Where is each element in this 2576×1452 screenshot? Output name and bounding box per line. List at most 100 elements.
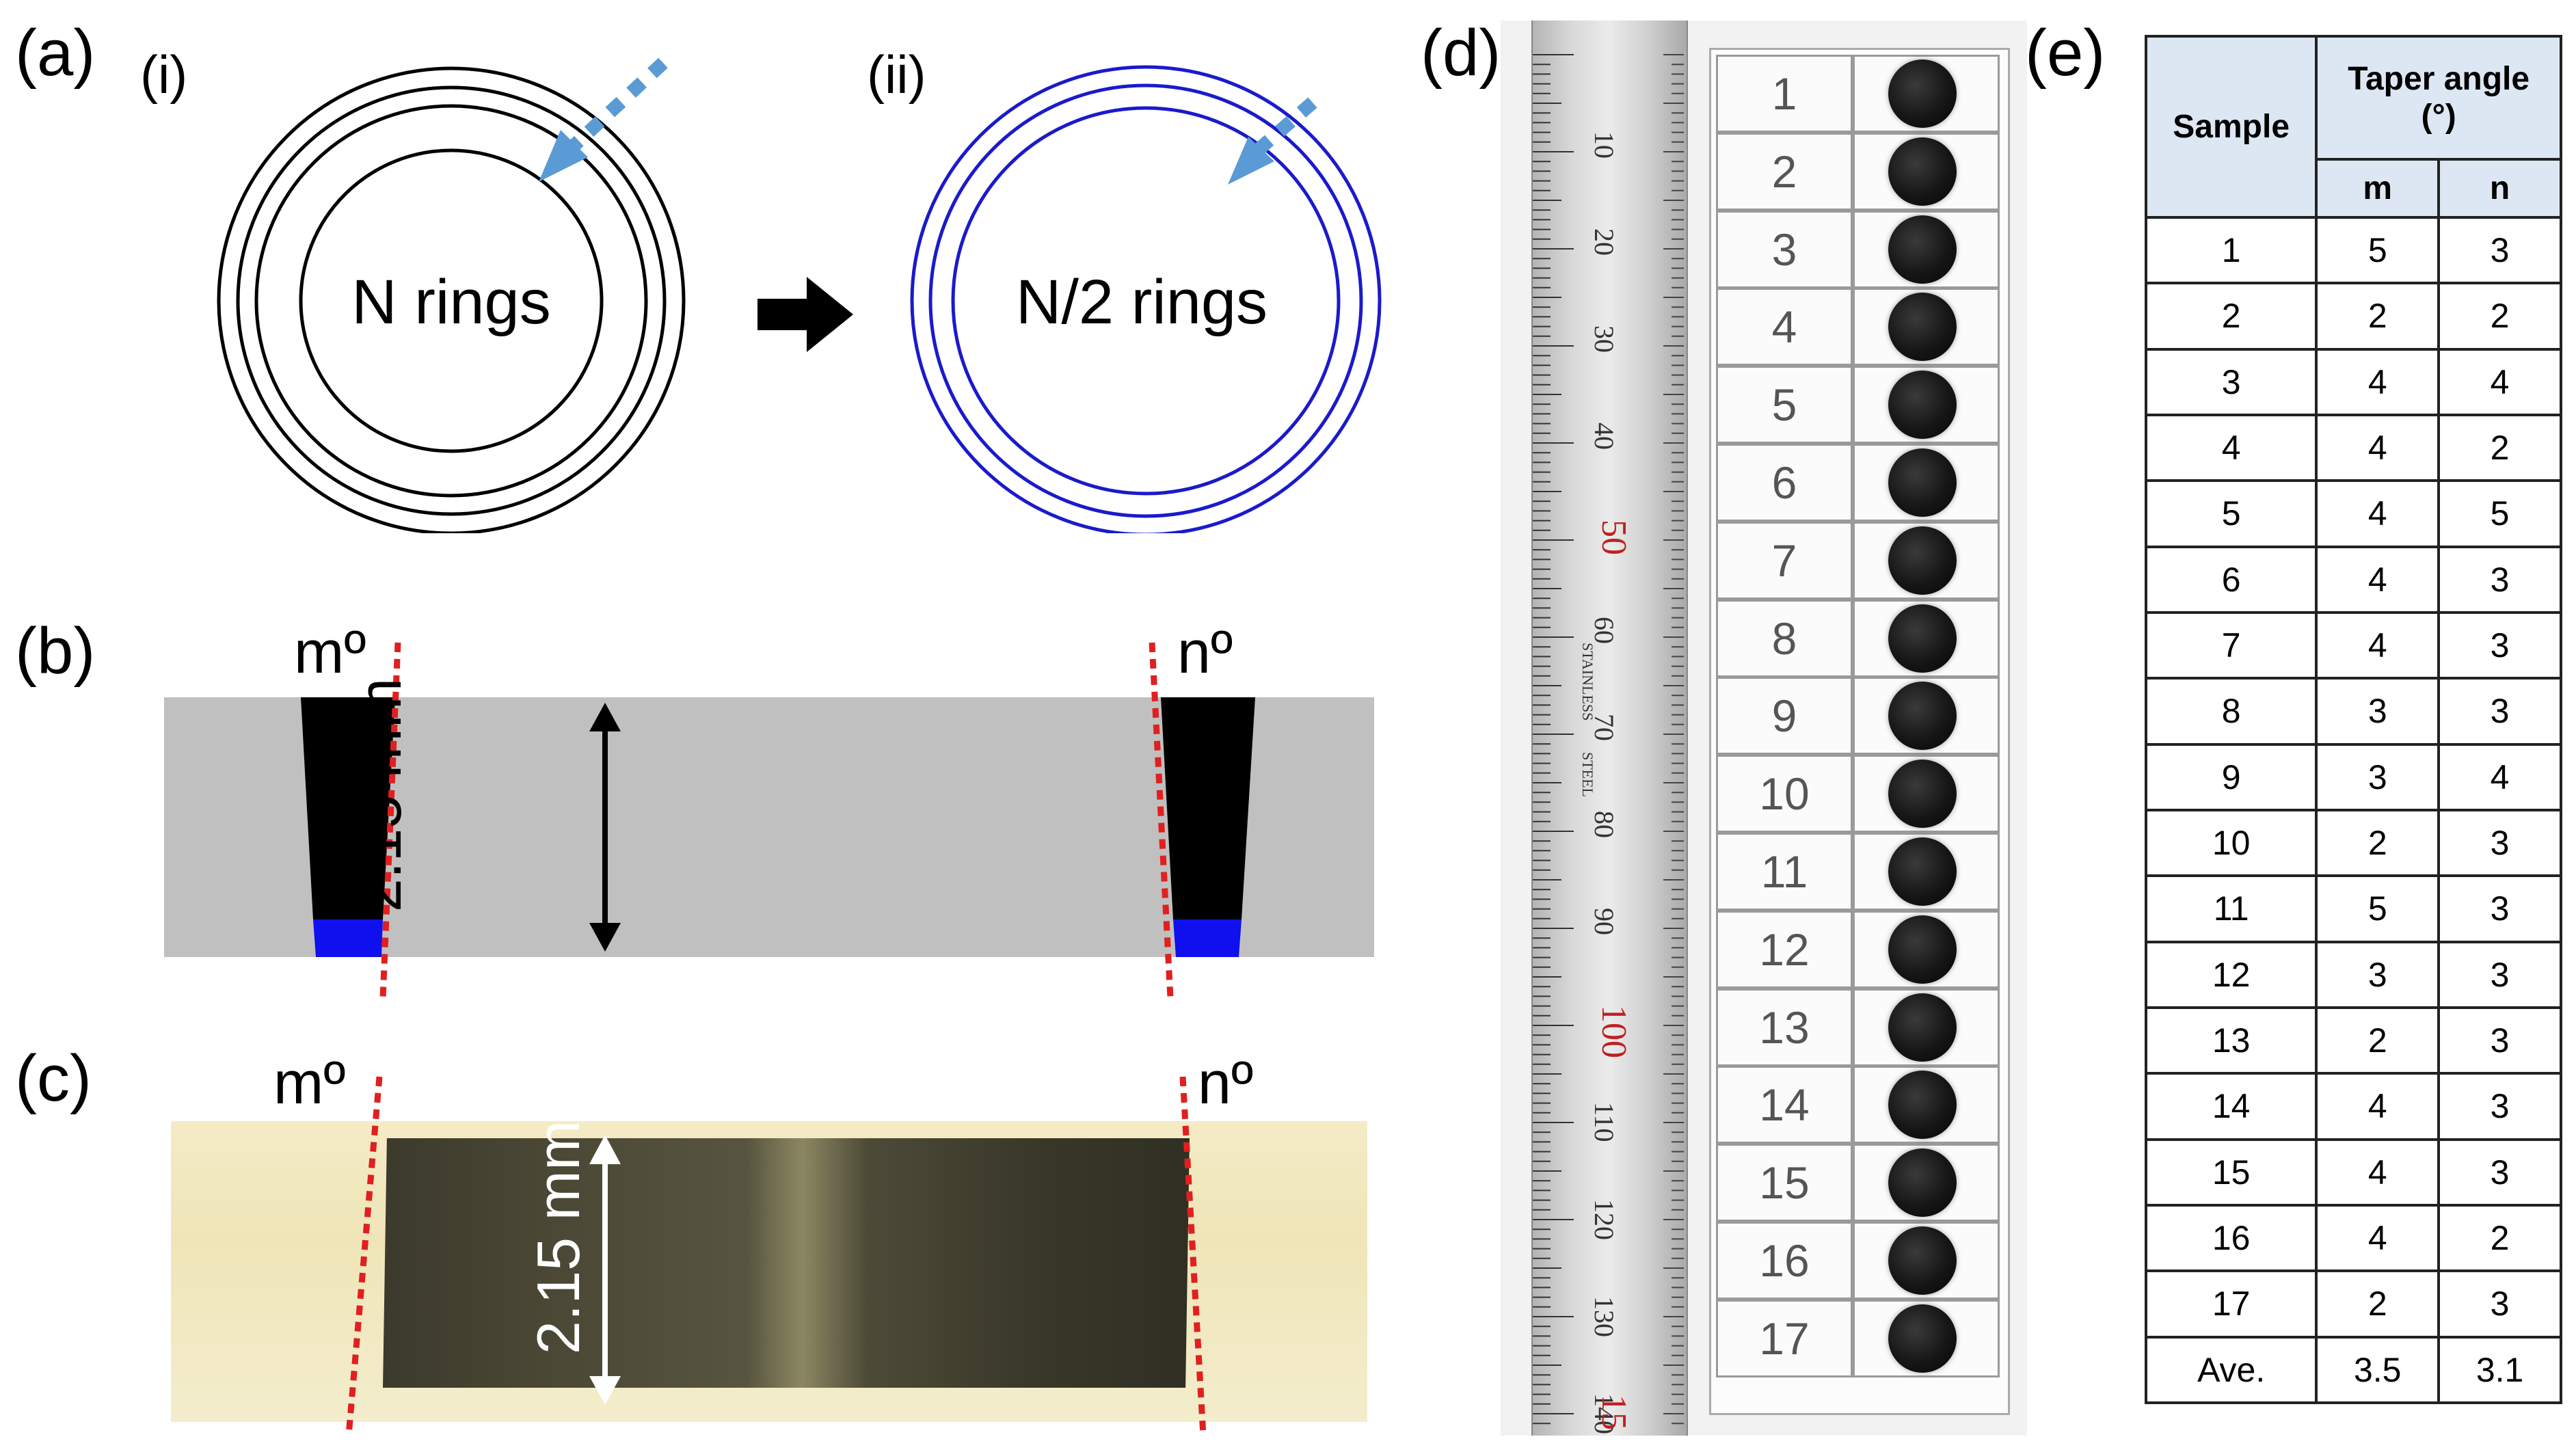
panel-a-sub-i: (i) <box>140 44 188 105</box>
sample-disc <box>1888 1148 1957 1218</box>
ring-diagram-i <box>217 57 686 533</box>
photo-thickness-arrow-icon <box>589 1135 621 1405</box>
sample-disc <box>1888 837 1957 906</box>
panel-e-label: (e) <box>2025 16 2106 90</box>
left-hole-tip <box>313 919 383 957</box>
cell-m: 5 <box>2315 874 2441 943</box>
steel-ruler <box>1531 21 1688 1436</box>
sample-disc <box>1888 293 1957 362</box>
sample-number-cell: 7 <box>1716 521 1853 600</box>
sample-number-cell: 16 <box>1716 1222 1853 1300</box>
header-m: m <box>2315 158 2441 219</box>
cell-sample: 8 <box>2144 677 2318 746</box>
sample-number-cell: 3 <box>1716 210 1853 288</box>
ruler-label: 90 <box>1589 908 1620 935</box>
sample-number-cell: 11 <box>1716 833 1853 911</box>
right-hole-tip <box>1173 919 1242 957</box>
left-taper-line <box>379 642 401 999</box>
cell-n: 3 <box>2437 1269 2562 1339</box>
cell-n: 3 <box>2437 1072 2562 1141</box>
ruler-label: 40 <box>1589 422 1620 450</box>
cell-n: 2 <box>2437 413 2562 483</box>
panel-a-sub-ii: (ii) <box>867 44 926 105</box>
taper-schematic <box>164 642 1374 999</box>
cell-n: 4 <box>2437 347 2562 416</box>
sample-disc <box>1888 1226 1957 1295</box>
ruler-label: 100 <box>1594 1005 1633 1058</box>
right-hole <box>1161 697 1255 919</box>
cell-m: 4 <box>2315 479 2441 548</box>
cell-sample: 14 <box>2144 1072 2318 1141</box>
ruler-label: 60 <box>1589 617 1620 644</box>
ruler-label: 120 <box>1589 1199 1620 1240</box>
cell-n: 4 <box>2437 742 2562 811</box>
sample-number-cell: 12 <box>1716 910 1853 989</box>
ring-ii-text: N/2 rings <box>1015 267 1268 337</box>
photo-left-taper-line <box>345 1076 383 1436</box>
ruler-label: 10 <box>1589 131 1620 159</box>
panel-c-label: (c) <box>15 1042 92 1115</box>
panel-b-thickness: 2.15 mm <box>346 677 414 913</box>
sample-number-cell: 13 <box>1716 988 1853 1066</box>
right-taper-line <box>1149 642 1174 999</box>
sample-number-cell: 15 <box>1716 1144 1853 1222</box>
sample-disc <box>1888 682 1957 751</box>
ruler-label: 110 <box>1589 1102 1620 1142</box>
cell-sample: 5 <box>2144 479 2318 548</box>
header-taper-angle: Taper angle (°) <box>2315 35 2562 161</box>
cell-n: 3 <box>2437 940 2562 1009</box>
sample-disc <box>1888 526 1957 595</box>
sample-disc <box>1888 915 1957 984</box>
ruler-text-steel: STEEL <box>1579 752 1596 797</box>
cell-sample: 17 <box>2144 1269 2318 1339</box>
ring-diagram-ii <box>910 65 1382 533</box>
ruler-label: 15 <box>1594 1395 1633 1430</box>
ring-i-text: N rings <box>351 267 551 337</box>
cell-n: 3 <box>2437 610 2562 680</box>
sample-number-cell: 2 <box>1716 132 1853 211</box>
header-n: n <box>2437 158 2562 219</box>
sample-disc <box>1888 1071 1957 1140</box>
cell-sample: 10 <box>2144 808 2318 878</box>
cell-n: 3 <box>2437 215 2562 285</box>
cell-sample: 7 <box>2144 610 2318 680</box>
right-arrow-icon <box>757 277 853 352</box>
cell-n: 3 <box>2437 1006 2562 1075</box>
ruler-label: 80 <box>1589 811 1620 838</box>
cell-m: 2 <box>2315 282 2441 351</box>
cell-n: 3 <box>2437 808 2562 878</box>
ring-ii-outer <box>910 65 1382 533</box>
sample-number-cell: 17 <box>1716 1299 1853 1377</box>
cell-n: 3 <box>2437 874 2562 943</box>
cell-sample: 9 <box>2144 742 2318 811</box>
cell-n: 5 <box>2437 479 2562 548</box>
cell-n: 3 <box>2437 1138 2562 1207</box>
arrow-i-icon <box>539 57 668 182</box>
panel-c-thickness: 2.15 mm <box>524 1120 592 1355</box>
cell-sample: 11 <box>2144 874 2318 943</box>
cell-m: 3 <box>2315 677 2441 746</box>
panel-b-right-angle: nº <box>1177 618 1233 686</box>
ruler-ticks <box>1533 54 1684 1425</box>
cell-sample: 13 <box>2144 1006 2318 1075</box>
cell-m: 3 <box>2315 940 2441 1009</box>
ruler-label: 130 <box>1589 1296 1620 1337</box>
cell-n: 3 <box>2437 677 2562 746</box>
sample-number-cell: 14 <box>1716 1066 1853 1144</box>
sample-number-cell: 4 <box>1716 288 1853 366</box>
cell-m: 4 <box>2315 347 2441 416</box>
